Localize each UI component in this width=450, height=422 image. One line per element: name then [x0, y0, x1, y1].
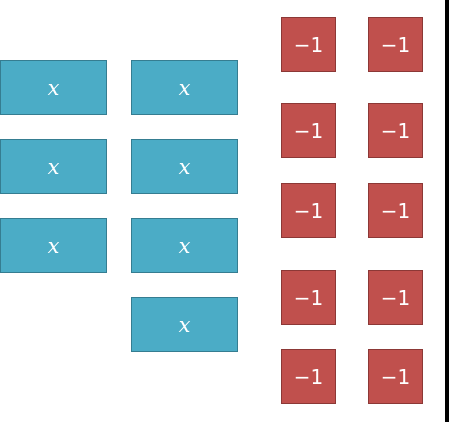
x-tile: x: [0, 218, 107, 273]
divider-line: [445, 0, 449, 422]
negative-one-tile: −1: [368, 103, 423, 158]
negative-one-tile: −1: [368, 17, 423, 72]
negative-one-tile: −1: [368, 183, 423, 238]
negative-one-tile: −1: [281, 17, 336, 72]
negative-one-tile: −1: [281, 183, 336, 238]
x-tile: x: [131, 139, 238, 194]
negative-one-tile: −1: [281, 270, 336, 325]
negative-one-tile: −1: [368, 349, 423, 404]
x-tile: x: [131, 297, 238, 352]
x-tile: x: [131, 60, 238, 115]
x-tile: x: [0, 60, 107, 115]
negative-one-tile: −1: [281, 103, 336, 158]
negative-one-tile: −1: [281, 349, 336, 404]
x-tile: x: [131, 218, 238, 273]
x-tile: x: [0, 139, 107, 194]
negative-one-tile: −1: [368, 270, 423, 325]
